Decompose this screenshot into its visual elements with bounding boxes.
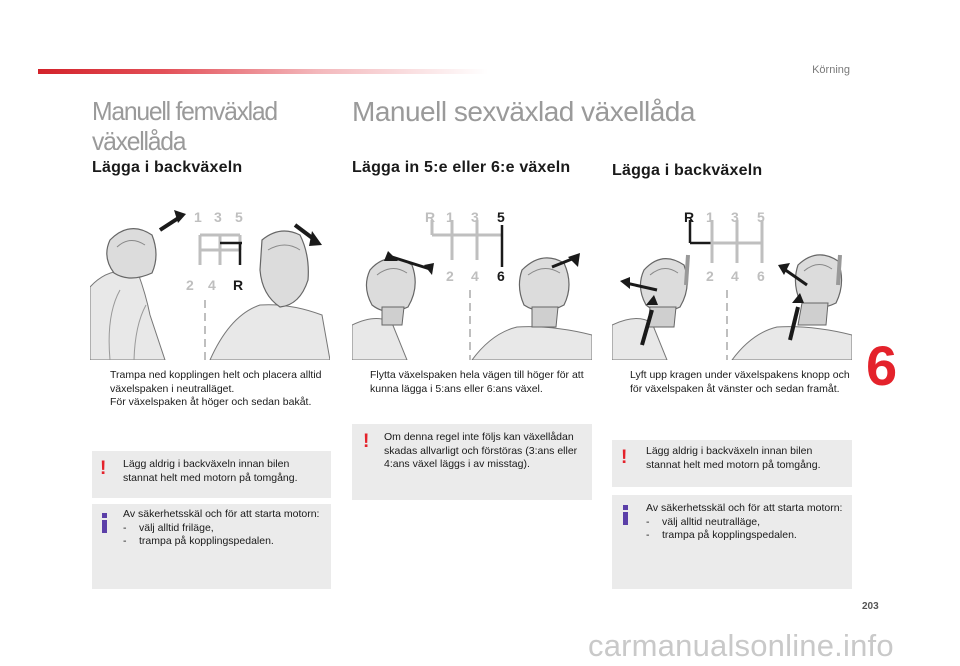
col2-warning-box: ! Lägg aldrig i backväxeln innan bilen s… bbox=[612, 440, 852, 487]
bullet-item: Trampa ned kopplingen helt och placera a… bbox=[110, 369, 322, 395]
fifth-sixth-illustration: R 1 3 5 2 4 6 bbox=[351, 195, 593, 361]
info-list-item: -trampa på kopplingspedalen. bbox=[646, 529, 797, 541]
warning-text: Lägg aldrig i backväxeln innan bilen sta… bbox=[123, 458, 298, 484]
warning-text: Om denna regel inte följs kan växellådan… bbox=[384, 431, 578, 470]
info-icon bbox=[623, 505, 628, 510]
gear-label: R bbox=[425, 209, 435, 225]
gear-label: 4 bbox=[731, 268, 739, 284]
gear-label: 3 bbox=[731, 209, 739, 225]
warning-icon: ! bbox=[100, 458, 107, 479]
col2-subtitle: Lägga i backväxeln bbox=[612, 162, 763, 179]
dash-marker: - bbox=[646, 515, 650, 528]
gear-label: 5 bbox=[497, 209, 505, 225]
reverse-illustration-6speed: R 1 3 5 2 4 6 bbox=[611, 195, 853, 361]
dash-marker: - bbox=[123, 535, 127, 547]
dash-marker: - bbox=[646, 529, 650, 541]
gear-label: 2 bbox=[446, 268, 454, 284]
info-icon bbox=[102, 513, 107, 518]
reverse-illustration-5speed: 1 3 5 2 4 R bbox=[89, 195, 331, 361]
page-number: 203 bbox=[862, 601, 879, 612]
gear-label: 3 bbox=[471, 209, 479, 225]
col2-info-box: Av säkerhetsskäl och för att starta moto… bbox=[612, 495, 852, 589]
gear-label: 4 bbox=[208, 277, 216, 293]
gear-label: 5 bbox=[757, 209, 765, 225]
watermark: carmanualsonline.info bbox=[588, 628, 894, 663]
left-info-box: Av säkerhetsskäl och för att starta moto… bbox=[92, 504, 331, 589]
gear-label: 1 bbox=[706, 209, 714, 225]
dash-marker: - bbox=[123, 521, 127, 534]
bullet-item: Flytta växelspaken hela vägen till höger… bbox=[370, 369, 584, 395]
gear-label: 6 bbox=[497, 268, 505, 284]
bullet-item: För växelspaken åt höger och sedan bakåt… bbox=[110, 396, 312, 408]
section-label: Körning bbox=[812, 64, 850, 76]
warning-icon: ! bbox=[363, 431, 370, 452]
gear-label: 2 bbox=[186, 277, 194, 293]
gear-label: 4 bbox=[471, 268, 479, 284]
warning-icon: ! bbox=[621, 447, 628, 468]
gear-label: 5 bbox=[235, 209, 243, 225]
left-instructions: Trampa ned kopplingen helt och placera a… bbox=[92, 369, 337, 410]
col2-instructions: Lyft upp kragen under växelspakens knopp… bbox=[612, 369, 857, 396]
warning-text: Lägg aldrig i backväxeln innan bilen sta… bbox=[646, 445, 821, 471]
left-subtitle: Lägga i backväxeln bbox=[92, 159, 243, 176]
gear-label: 1 bbox=[194, 209, 202, 225]
gear-label: R bbox=[684, 209, 694, 225]
left-warning-box: ! Lägg aldrig i backväxeln innan bilen s… bbox=[92, 451, 331, 498]
gear-label: 2 bbox=[706, 268, 714, 284]
gear-label: R bbox=[233, 277, 243, 293]
info-list-item: -välj alltid friläge, bbox=[123, 521, 214, 534]
header-accent-bar bbox=[38, 69, 488, 74]
gear-label: 1 bbox=[446, 209, 454, 225]
col1-warning-box: ! Om denna regel inte följs kan växellåd… bbox=[352, 424, 592, 500]
left-section-title: Manuell femväxlad växellåda bbox=[92, 96, 278, 156]
info-text: Av säkerhetsskäl och för att starta moto… bbox=[123, 508, 323, 549]
info-list-item: -välj alltid neutralläge, bbox=[646, 515, 761, 528]
gear-label: 3 bbox=[214, 209, 222, 225]
info-text: Av säkerhetsskäl och för att starta moto… bbox=[646, 502, 846, 543]
info-list-item: -trampa på kopplingspedalen. bbox=[123, 535, 274, 547]
main-section-title: Manuell sexväxlad växellåda bbox=[352, 96, 695, 127]
col1-subtitle: Lägga in 5:e eller 6:e växeln bbox=[352, 159, 571, 176]
col1-instructions: Flytta växelspaken hela vägen till höger… bbox=[352, 369, 592, 396]
chapter-number: 6 bbox=[866, 334, 898, 397]
bullet-item: Lyft upp kragen under växelspakens knopp… bbox=[630, 369, 850, 395]
gear-label: 6 bbox=[757, 268, 765, 284]
